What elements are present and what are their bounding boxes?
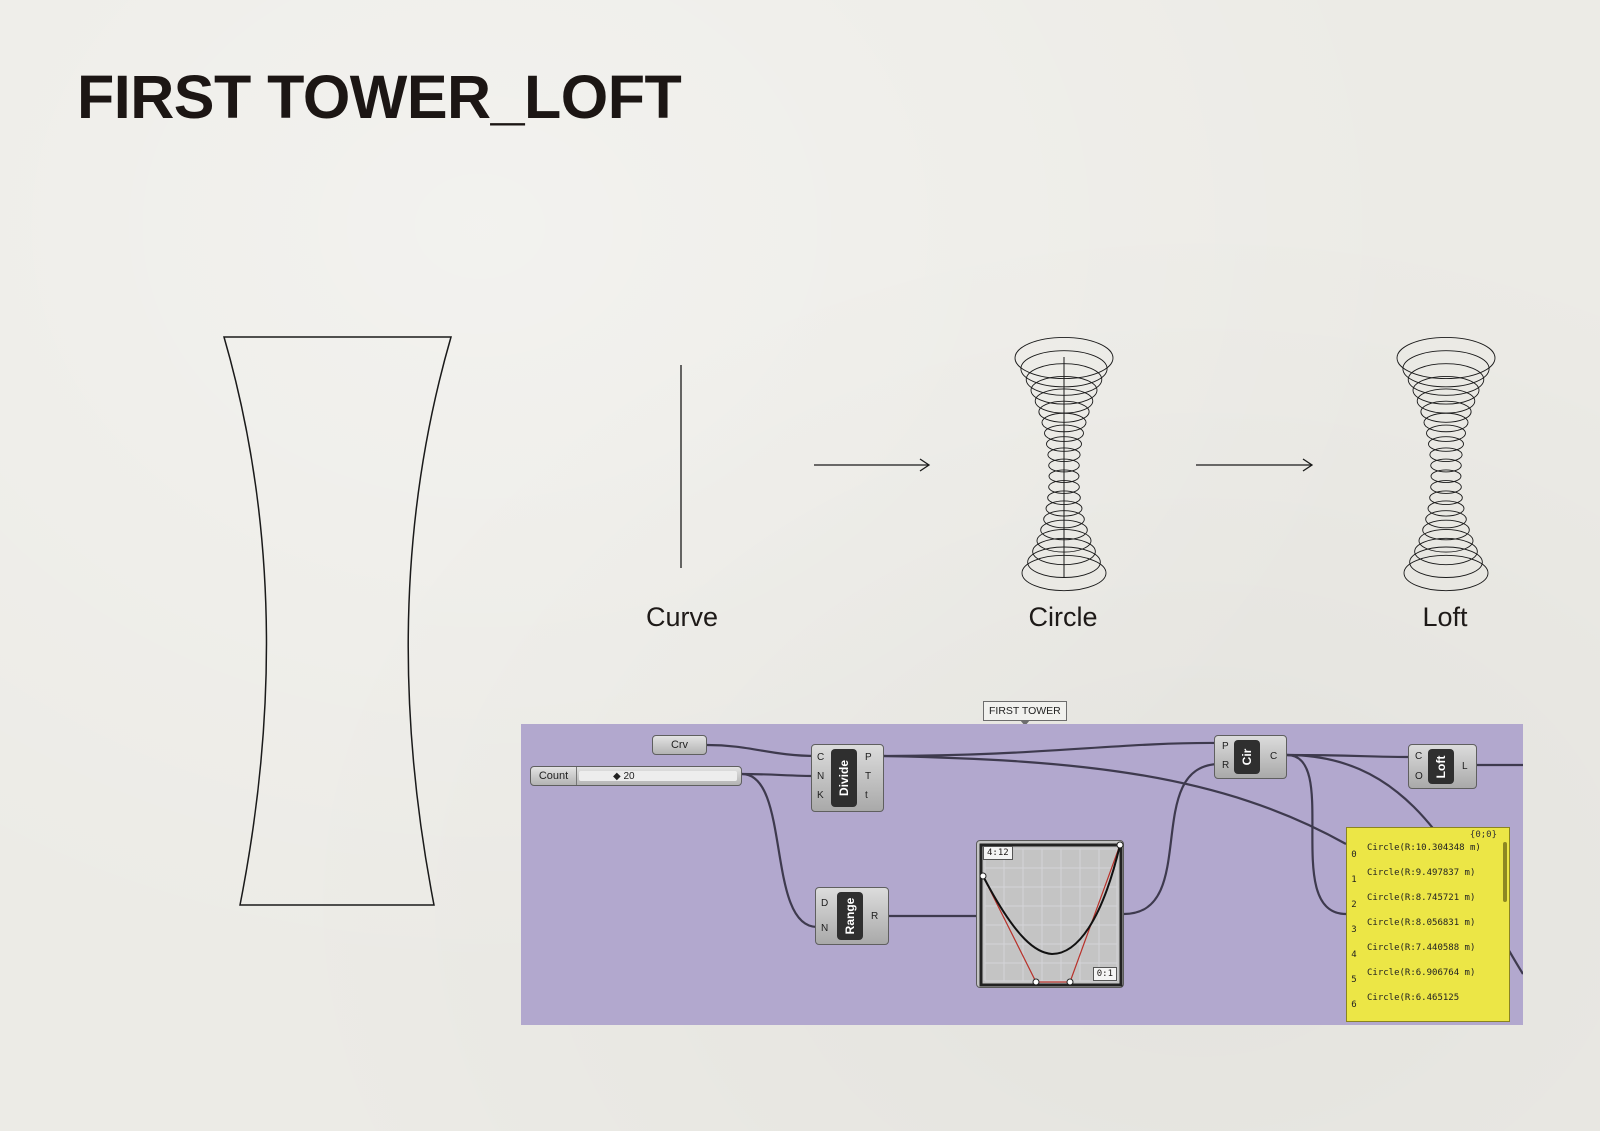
gh-loft-in-c[interactable]: C — [1415, 751, 1423, 762]
gh-wires — [706, 741, 1523, 975]
gh-circle-out-c[interactable]: C — [1270, 751, 1278, 762]
gh-graph-mapper[interactable]: 4:12 0:1 — [976, 840, 1124, 988]
gh-circle-in-r[interactable]: R — [1222, 760, 1230, 771]
gh-circle-component[interactable]: Cir P R C — [1214, 735, 1287, 779]
loft-stage-ring — [1407, 363, 1485, 396]
wire-crv-divide — [706, 743, 818, 758]
page-title: FIRST TOWER_LOFT — [77, 63, 682, 131]
gh-count-slider[interactable]: Count ◆ 20 — [530, 766, 742, 786]
gh-divide-in-k[interactable]: K — [817, 790, 824, 801]
loft-stage-ring — [1429, 490, 1463, 506]
loft-stage-ring — [1412, 375, 1480, 405]
gh-panel-scrollbar[interactable] — [1503, 842, 1507, 902]
loft-stage-ring — [1403, 554, 1489, 592]
gh-loft-in-o[interactable]: O — [1415, 771, 1423, 782]
gh-graph-curve — [982, 844, 1121, 956]
gh-range-out-r[interactable]: R — [871, 911, 879, 922]
gh-panel-path: {0;0} — [1469, 830, 1497, 840]
gh-divide-core: Divide — [831, 749, 857, 807]
loft-stage-ring — [1396, 336, 1496, 380]
wire-divide-circle — [883, 741, 1221, 758]
gh-graph-bottom-tag: 0:1 — [1092, 967, 1117, 981]
gh-divide-in-c[interactable]: C — [817, 752, 825, 763]
loft-stage-ring — [1422, 519, 1470, 541]
gh-graph-top-tag: 4:12 — [983, 846, 1013, 860]
gh-range-component[interactable]: Range D N R — [815, 887, 889, 945]
stage-label-circle: Circle — [1028, 602, 1098, 632]
gh-circle-in-p[interactable]: P — [1222, 741, 1229, 752]
gh-graph-plot — [979, 841, 1124, 987]
loft-stage-ring — [1430, 480, 1462, 494]
gh-range-core: Range — [837, 892, 863, 940]
wire-count-range — [741, 772, 818, 929]
loft-stage-ring — [1425, 510, 1467, 529]
loft-stage-ring — [1402, 350, 1490, 388]
gh-divide-out-t-lower[interactable]: t — [865, 790, 868, 801]
gh-count-value: ◆ 20 — [613, 771, 635, 782]
loft-stage-ring — [1428, 436, 1464, 452]
gh-divide-in-n[interactable]: N — [817, 771, 825, 782]
gh-count-label: Count — [531, 767, 577, 785]
arrow-circle-to-loft — [1196, 458, 1314, 472]
loft-stage-ring — [1409, 546, 1483, 578]
gh-graph-control-polygon — [982, 844, 1121, 983]
grasshopper-canvas[interactable]: Crv Count ◆ 20 Divide C N K P T t Range … — [521, 724, 1523, 1025]
wire-divide-panel — [883, 754, 1347, 845]
loft-stage-ring — [1427, 500, 1465, 517]
gh-range-in-d[interactable]: D — [821, 898, 829, 909]
loft-stage-ring — [1420, 400, 1472, 423]
loft-stage-ring — [1423, 412, 1469, 433]
loft-stage-ring — [1429, 447, 1463, 462]
stage-label-loft: Loft — [1422, 602, 1468, 632]
gh-circle-core: Cir — [1234, 740, 1260, 774]
gh-count-track[interactable]: ◆ 20 — [579, 771, 737, 782]
gh-loft-core: Loft — [1428, 749, 1454, 784]
gh-loft-out-l[interactable]: L — [1462, 761, 1468, 772]
gh-range-in-n[interactable]: N — [821, 923, 829, 934]
arrow-curve-to-circle — [814, 458, 931, 472]
tower-profile-outline — [223, 336, 452, 906]
wire-circle-panel — [1286, 753, 1347, 916]
gh-crv-param[interactable]: Crv — [652, 735, 707, 755]
gh-divide-out-p[interactable]: P — [865, 752, 872, 763]
loft-stage-ring — [1418, 528, 1474, 553]
stage-label-curve: Curve — [645, 602, 719, 632]
gh-group-name[interactable]: FIRST TOWER — [983, 701, 1067, 726]
loft-stage-ring — [1430, 469, 1462, 484]
loft-stage-ring — [1430, 458, 1462, 473]
loft-stage-ring — [1426, 424, 1466, 442]
gh-loft-component[interactable]: Loft C O L — [1408, 744, 1477, 789]
gh-divide-component[interactable]: Divide C N K P T t — [811, 744, 884, 812]
gh-divide-out-t[interactable]: T — [865, 771, 872, 782]
wire-graph-circle — [1123, 762, 1221, 916]
loft-stage-ring — [1414, 537, 1478, 566]
wire-count-divide — [741, 772, 818, 778]
